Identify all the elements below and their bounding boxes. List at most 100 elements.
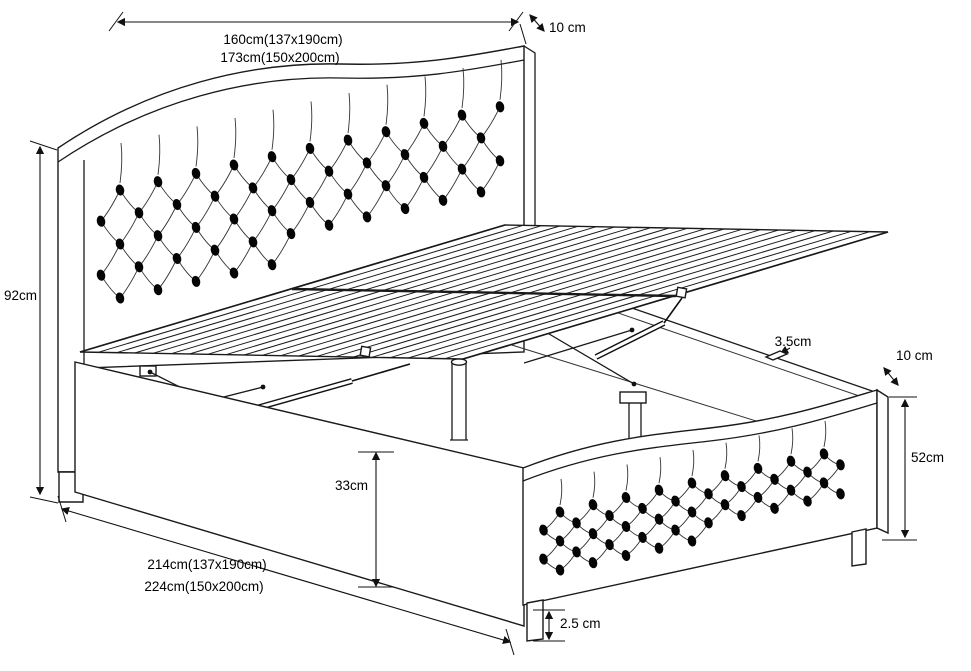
tuft-button	[588, 557, 598, 569]
footboard	[522, 388, 889, 642]
tuft-button	[495, 101, 505, 113]
slat-cross-section-marker	[764, 350, 789, 361]
tuft-button	[305, 196, 315, 208]
tuft-button	[621, 549, 631, 562]
tuft-button	[654, 542, 664, 554]
gas-strut-highlight	[595, 321, 665, 359]
pleat	[790, 428, 794, 455]
tuft-button	[621, 520, 631, 533]
tuft-button	[457, 109, 467, 121]
tuft-button	[819, 448, 829, 460]
tuft-button	[419, 171, 429, 183]
gas-strut-rod	[351, 363, 411, 382]
platform-bracket	[359, 345, 372, 358]
gas-strut-highlight	[252, 379, 353, 411]
footboard-top-inner-edge	[522, 402, 878, 482]
footboard-side-face	[876, 388, 889, 535]
dim-leg-height-label: 2.5 cm	[560, 616, 601, 631]
tuft-button	[324, 219, 334, 231]
tuft-button	[737, 510, 746, 522]
dim-headboard-height: 92cm	[4, 140, 59, 504]
dim-bed-length: 214cm(137x190cm) 224cm(150x200cm)	[57, 495, 515, 656]
tuft-button	[539, 524, 548, 536]
tuft-buttons	[96, 101, 505, 304]
tuft-button	[572, 517, 581, 529]
tuft-button	[210, 190, 220, 202]
headboard-side-face	[523, 45, 536, 228]
tuft-button	[191, 275, 201, 287]
dim-footboard-height-label: 52cm	[911, 450, 944, 465]
pleat	[724, 442, 728, 469]
tuft-button	[770, 473, 779, 485]
tuft-button	[720, 470, 730, 482]
pivot	[629, 327, 635, 333]
tuft-button	[305, 142, 315, 154]
footboard-tufting	[539, 420, 845, 576]
tuft-button	[605, 510, 614, 522]
tuft-button	[362, 211, 372, 223]
tuft-button	[400, 149, 410, 161]
tuft-button	[457, 163, 467, 175]
tuft-button	[153, 284, 163, 296]
tuft-button	[248, 182, 258, 194]
tuft-button	[638, 531, 647, 543]
dim-bed-length-label-2: 224cm(150x200cm)	[144, 579, 263, 594]
tuft-buttons	[539, 448, 845, 576]
tuft-button	[671, 495, 680, 507]
pleat	[347, 93, 351, 134]
tuft-button	[803, 466, 812, 478]
pivot	[260, 384, 266, 390]
tuft-button	[786, 484, 796, 496]
tuft-button	[687, 477, 697, 489]
slat-lines	[79, 224, 889, 360]
hinge-plate	[619, 391, 647, 404]
pleat	[309, 101, 313, 142]
dim-headboard-thickness-label: 10 cm	[549, 20, 586, 35]
tuft-button	[704, 488, 713, 500]
storage-box	[74, 361, 525, 627]
headboard-top-inner-edge	[57, 59, 525, 163]
tuft-button	[737, 481, 746, 493]
tuft-button	[381, 180, 391, 192]
tuft-button	[476, 132, 486, 144]
tuft-button	[267, 259, 277, 271]
tuft-button	[153, 176, 163, 188]
tuft-button	[495, 155, 505, 167]
tuft-button	[400, 203, 410, 215]
tuft-button	[362, 157, 372, 169]
footboard-leg	[851, 528, 867, 567]
tuft-button	[572, 546, 581, 558]
center-rail	[291, 287, 677, 298]
pleat	[233, 117, 237, 159]
tuft-button	[687, 535, 697, 547]
tuft-button	[539, 553, 548, 565]
tuft-button	[476, 186, 486, 198]
tuft-button	[438, 140, 448, 152]
dim-headboard-height-label: 92cm	[4, 288, 37, 303]
tuft-button	[267, 151, 277, 163]
tuft-button	[134, 261, 144, 273]
tuft-button	[96, 269, 106, 281]
box-front-face	[74, 361, 525, 627]
tuft-button	[621, 491, 631, 504]
tuft-button	[555, 564, 565, 576]
pleat	[499, 59, 503, 100]
tuft-button	[836, 459, 845, 471]
tuft-button	[191, 221, 201, 233]
dim-leg-height: 2.5 cm	[533, 609, 601, 642]
tuft-button	[267, 205, 277, 217]
tuft-button	[438, 194, 448, 206]
tuft-button	[671, 524, 680, 536]
pleat	[461, 68, 465, 109]
dim-footboard-thickness: 10 cm	[883, 348, 933, 386]
tuft-button	[343, 188, 353, 200]
tuft-button	[654, 513, 664, 525]
pleat	[385, 84, 389, 125]
tuft-button	[753, 491, 763, 503]
tuft-button	[588, 528, 598, 540]
dim-bed-length-label-1: 214cm(137x190cm)	[147, 557, 266, 572]
dim-storage-depth-label: 33cm	[335, 478, 368, 493]
dim-headboard-width-label-2: 173cm(150x200cm)	[220, 50, 339, 65]
